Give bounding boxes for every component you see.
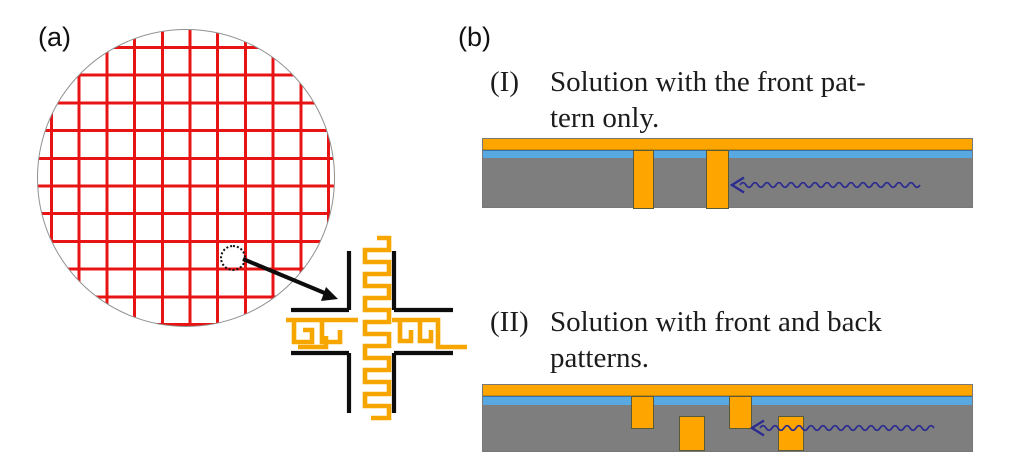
wafer-disc: [37, 29, 335, 327]
cross-section-front-and-back: [482, 384, 973, 452]
front-via: [633, 150, 654, 209]
fractal-pattern: [286, 235, 467, 421]
item-2-numeral: (II): [490, 306, 529, 338]
phonon-wave-arrow-icon: [749, 419, 935, 437]
front-via: [631, 396, 654, 429]
item-2-caption: Solution with front and back patterns.: [550, 304, 982, 376]
metal-layer: [483, 139, 972, 150]
item-1-numeral: (I): [490, 66, 519, 98]
item-2-caption-line-1: Solution with front and back: [550, 306, 882, 338]
callout-arrow-icon: [242, 257, 338, 301]
item-1-caption-line-1: Solution with the front pat-: [550, 66, 866, 98]
front-via: [729, 396, 752, 429]
oxide-layer: [483, 396, 972, 405]
item-1-caption: Solution with the front pat- tern only.: [550, 64, 982, 136]
phonon-wave-arrow-icon: [729, 176, 921, 194]
back-pattern-block: [679, 416, 705, 451]
fractal-black-lines: [291, 251, 453, 413]
panel-a-label: (a): [38, 22, 71, 52]
metal-layer: [483, 385, 972, 396]
item-1-caption-line-2: tern only.: [550, 102, 660, 134]
fractal-orange-meander: [286, 235, 467, 421]
front-via: [706, 150, 729, 209]
panel-b-label: (b): [458, 22, 491, 52]
item-2-caption-line-2: patterns.: [550, 342, 650, 374]
back-pattern-block: [778, 416, 804, 451]
cross-section-front-only: [482, 138, 973, 209]
